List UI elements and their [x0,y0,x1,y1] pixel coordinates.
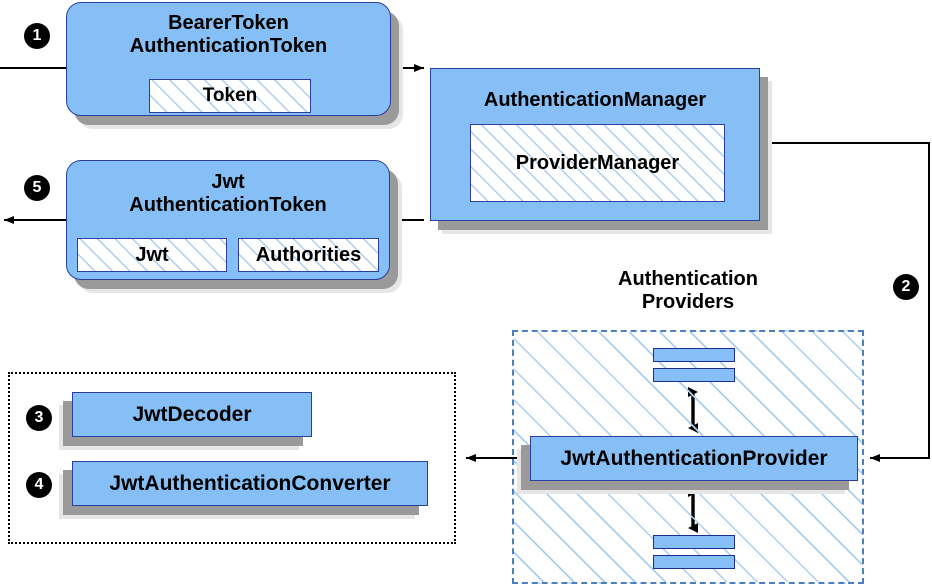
jwt-authentication-converter-label: JwtAuthenticationConverter [109,471,391,495]
authentication-manager-title: AuthenticationManager [431,89,759,112]
bearer-token-title-line1: BearerToken [168,12,289,34]
providers-title-line1: Authentication [618,268,758,290]
node-bearer-token-authentication-token[interactable]: BearerToken AuthenticationToken Token [66,2,391,116]
step-badge-1: 1 [24,23,50,49]
step-badge-2: 2 [893,274,919,300]
node-jwt-authentication-converter[interactable]: JwtAuthenticationConverter [72,461,428,506]
node-jwt-decoder[interactable]: JwtDecoder [72,392,312,437]
step-badge-1-label: 1 [32,27,42,44]
jwt-authentication-converter-label-wrap: JwtAuthenticationConverter [73,462,427,505]
provider-stack-bar-bottom-2 [653,555,735,569]
step-badge-5: 5 [24,175,50,201]
node-authentication-manager[interactable]: AuthenticationManager ProviderManager [430,68,760,221]
step-badge-3-label: 3 [34,409,44,426]
jwt-token-title-line2: AuthenticationToken [129,193,327,216]
bearer-token-title: BearerToken AuthenticationToken [67,12,390,58]
provider-stack-bar-top-1 [653,348,735,362]
jwt-authentication-provider-label-wrap: JwtAuthenticationProvider [531,437,857,480]
step-badge-4: 4 [26,472,52,498]
bearer-token-field-token: Token [149,79,311,113]
jwt-token-field-authorities: Authorities [238,238,379,272]
jwt-authentication-provider-label: JwtAuthenticationProvider [560,446,828,470]
provider-stack-bar-bottom-1 [653,535,735,549]
step-badge-4-label: 4 [34,476,44,493]
bearer-token-field-label: Token [202,85,258,106]
jwt-support-container [8,372,456,544]
step-badge-2-label: 2 [901,278,911,295]
jwt-token-title-line1: Jwt [211,171,245,193]
provider-manager-label: ProviderManager [515,151,680,174]
step-badge-5-label: 5 [32,179,42,196]
authentication-manager-title-label: AuthenticationManager [483,89,707,111]
providers-title-line2: Providers [641,290,735,313]
bearer-token-title-line2: AuthenticationToken [129,34,328,57]
authentication-manager-inner-provider-manager: ProviderManager [470,124,725,202]
jwt-decoder-label-wrap: JwtDecoder [73,393,311,436]
authorities-field-label: Authorities [255,243,362,266]
node-jwt-authentication-token[interactable]: Jwt AuthenticationToken Jwt Authorities [66,160,390,280]
jwt-token-title: Jwt AuthenticationToken [67,171,389,217]
step-badge-3: 3 [26,405,52,431]
provider-stack-bar-top-2 [653,368,735,382]
jwt-token-field-jwt: Jwt [77,238,227,272]
authentication-providers-title: Authentication Providers [512,268,864,314]
jwt-field-label: Jwt [135,243,169,266]
node-jwt-authentication-provider[interactable]: JwtAuthenticationProvider [530,436,858,481]
jwt-decoder-label: JwtDecoder [132,402,252,426]
